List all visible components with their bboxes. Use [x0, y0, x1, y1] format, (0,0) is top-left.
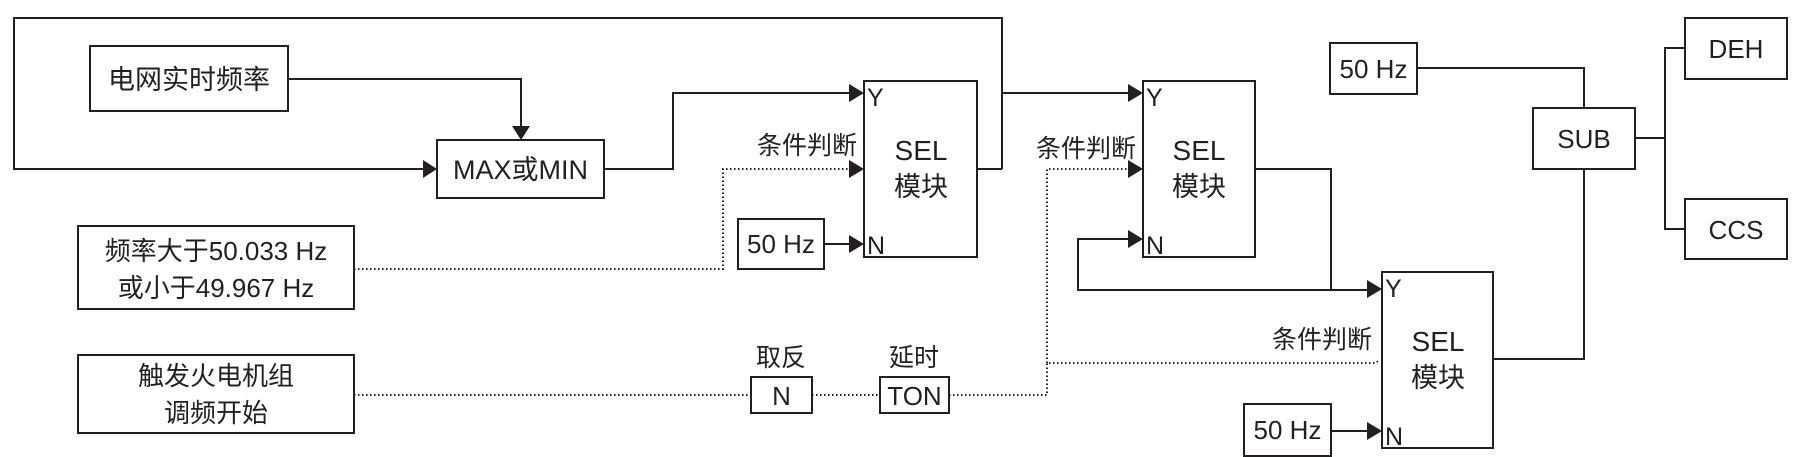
arrowhead-sel2-n — [1128, 230, 1143, 248]
sel1-condition-label: 条件判断 — [757, 131, 857, 160]
edge-ton-to-sel2-cond — [1046, 168, 1129, 363]
arrowhead-sel3-y — [1367, 280, 1382, 298]
not-label: N — [772, 381, 791, 411]
max-min-label: MAX或MIN — [453, 155, 588, 185]
node-ton: TON — [879, 376, 950, 414]
edge-sel1-feedback-to-maxmin — [13, 17, 1003, 170]
sel3-subtitle: 模块 — [1411, 363, 1465, 394]
deh-label: DEH — [1709, 34, 1764, 64]
connectors — [13, 17, 1685, 440]
sel1-title: SEL — [895, 135, 948, 166]
arrowhead-sel2-cond — [1128, 160, 1143, 178]
edge-sel3-to-sub — [1493, 169, 1585, 360]
node-freq-condition: 频率大于50.033 Hz 或小于49.967 Hz — [77, 225, 355, 310]
hz-sel1-label: 50 Hz — [747, 229, 815, 259]
node-hz-sel3: 50 Hz — [1243, 403, 1332, 457]
hz-sel3-label: 50 Hz — [1254, 415, 1322, 445]
node-ccs: CCS — [1684, 198, 1788, 260]
ton-label: TON — [887, 381, 941, 411]
arrowhead-sel2-y — [1128, 84, 1143, 102]
edge-maxmin-to-sel1-y — [604, 92, 850, 170]
sub-label: SUB — [1557, 124, 1610, 154]
arrowhead-maxmin-left — [423, 160, 437, 178]
sel3-port-y: Y — [1385, 275, 1402, 303]
node-hz-sel1: 50 Hz — [737, 218, 825, 270]
edge-sel2-feedback-to-n — [1077, 238, 1368, 291]
sel3-port-n: N — [1385, 423, 1403, 451]
sel3-title: SEL — [1412, 326, 1465, 357]
edge-freqcond-to-sel1-cond — [354, 168, 850, 270]
node-sel2: Y N SEL 模块 — [1142, 80, 1256, 260]
arrowhead-maxmin-top — [512, 126, 530, 140]
arrowhead-sel1-y — [849, 84, 864, 102]
edge-sub-to-deh-ccs — [1664, 47, 1685, 230]
arrowhead-sel3-n — [1367, 422, 1382, 440]
node-not: N — [750, 376, 813, 414]
sel1-port-y: Y — [867, 84, 884, 112]
hz-sub-label: 50 Hz — [1340, 54, 1408, 84]
freq-condition-line1: 频率大于50.033 Hz — [105, 236, 328, 266]
sel1-subtitle: 模块 — [894, 172, 948, 203]
sel2-port-y: Y — [1146, 84, 1163, 112]
node-trigger: 触发火电机组 调频开始 — [77, 354, 355, 434]
freq-condition-line2: 或小于49.967 Hz — [118, 273, 315, 303]
edge-gridfreq-to-maxmin — [288, 78, 522, 126]
arrowhead-sel1-cond — [849, 160, 864, 178]
node-sel1: Y N SEL 模块 — [863, 80, 978, 260]
edge-sel2-output — [1255, 168, 1332, 290]
sel2-condition-label: 条件判断 — [1036, 134, 1136, 163]
edge-hz-to-sub — [1417, 67, 1585, 108]
sel1-port-n: N — [867, 232, 885, 260]
sel3-condition-label: 条件判断 — [1272, 325, 1372, 354]
sel2-title: SEL — [1173, 135, 1226, 166]
not-caption: 取反 — [756, 343, 806, 372]
ton-caption: 延时 — [889, 343, 939, 372]
node-sub: SUB — [1532, 107, 1636, 170]
node-grid-freq: 电网实时频率 — [89, 45, 289, 112]
trigger-line1: 触发火电机组 — [138, 362, 294, 392]
trigger-line2: 调频开始 — [164, 399, 268, 429]
node-hz-sub: 50 Hz — [1329, 42, 1418, 95]
arrowhead-sel1-n — [849, 235, 864, 253]
node-max-min: MAX或MIN — [436, 139, 605, 199]
sel2-port-n: N — [1146, 232, 1164, 260]
ccs-label: CCS — [1709, 215, 1764, 245]
grid-freq-label: 电网实时频率 — [108, 65, 270, 96]
node-sel3: Y N SEL 模块 — [1381, 271, 1494, 451]
edge-ton-to-sel3-cond — [949, 359, 1381, 396]
node-deh: DEH — [1684, 17, 1788, 80]
sel2-subtitle: 模块 — [1172, 172, 1226, 203]
